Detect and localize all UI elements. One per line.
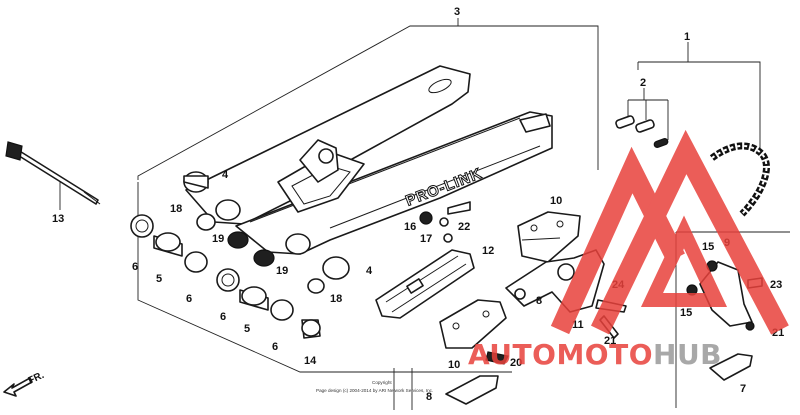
front-direction-arrow: FR.: [3, 370, 46, 397]
chain-slider: [375, 249, 475, 319]
watermark-brand: AUTOMOTOHUB: [468, 338, 722, 371]
direction-label: FR.: [27, 370, 46, 387]
callout-7: 7: [740, 383, 746, 395]
callout-21-center: 21: [604, 335, 616, 347]
swingarm: PRO-LINK: [185, 65, 553, 255]
callout-labels: 3 1 2 4 4 13 18 18 19 19 6 6 6 6 5 5 14 …: [52, 6, 784, 403]
callout-3: 3: [454, 6, 460, 18]
callout-6-c: 6: [220, 311, 226, 323]
callout-13: 13: [52, 213, 64, 225]
callout-20: 20: [510, 357, 522, 369]
watermark-logo-triangles: [550, 129, 789, 335]
chain-guide-lower: [439, 299, 509, 365]
watermark-brand-red: AUTOMOTO: [468, 338, 653, 371]
callout-4-lower: 4: [366, 265, 373, 277]
callout-6-b: 6: [186, 293, 192, 305]
callout-5-a: 5: [156, 273, 162, 285]
slider-hardware: [419, 201, 471, 243]
callout-19-upper: 19: [212, 233, 224, 245]
callout-4-upper: 4: [222, 169, 229, 181]
callout-2: 2: [640, 77, 646, 89]
callout-18-upper: 18: [170, 203, 182, 215]
callout-15-upper: 15: [702, 241, 714, 253]
copyright-line-1: Copyright: [372, 380, 392, 385]
callout-10-upper: 10: [550, 195, 562, 207]
callout-19-lower: 19: [276, 265, 288, 277]
callout-12: 12: [482, 245, 494, 257]
assembly-bracket-3: [137, 18, 599, 410]
callout-17: 17: [420, 233, 432, 245]
callout-15-lower: 15: [680, 307, 692, 319]
drive-chain: [709, 142, 770, 217]
chain-guide-upper: [517, 211, 581, 263]
callout-18-lower: 18: [330, 293, 342, 305]
small-slider: [445, 375, 499, 405]
bushings-lower: [130, 214, 321, 339]
callout-8-upper: 8: [536, 295, 542, 307]
callout-14: 14: [304, 355, 317, 367]
callout-6-a: 6: [132, 261, 138, 273]
callout-5-b: 5: [244, 323, 250, 335]
assembly-bracket-1: [637, 42, 761, 152]
chain-joint: [615, 88, 669, 148]
copyright-notice: Copyright Page design (c) 2004-2014 by A…: [316, 380, 433, 393]
automotohub-watermark: AUTOMOTOHUB: [468, 129, 789, 371]
copyright-line-2: Page design (c) 2004-2014 by ARI Network…: [316, 388, 433, 393]
callout-23: 23: [770, 279, 782, 291]
bushings-upper: [183, 171, 350, 294]
callout-11: 11: [572, 319, 584, 331]
callout-6-d: 6: [272, 341, 278, 353]
callout-22: 22: [458, 221, 470, 233]
pivot-bolt: [5, 141, 101, 210]
watermark-brand-gray: HUB: [653, 338, 722, 371]
callout-10-lower: 10: [448, 359, 460, 371]
callout-8-lower: 8: [426, 391, 432, 403]
callout-16: 16: [404, 221, 416, 233]
callout-1: 1: [684, 31, 690, 43]
